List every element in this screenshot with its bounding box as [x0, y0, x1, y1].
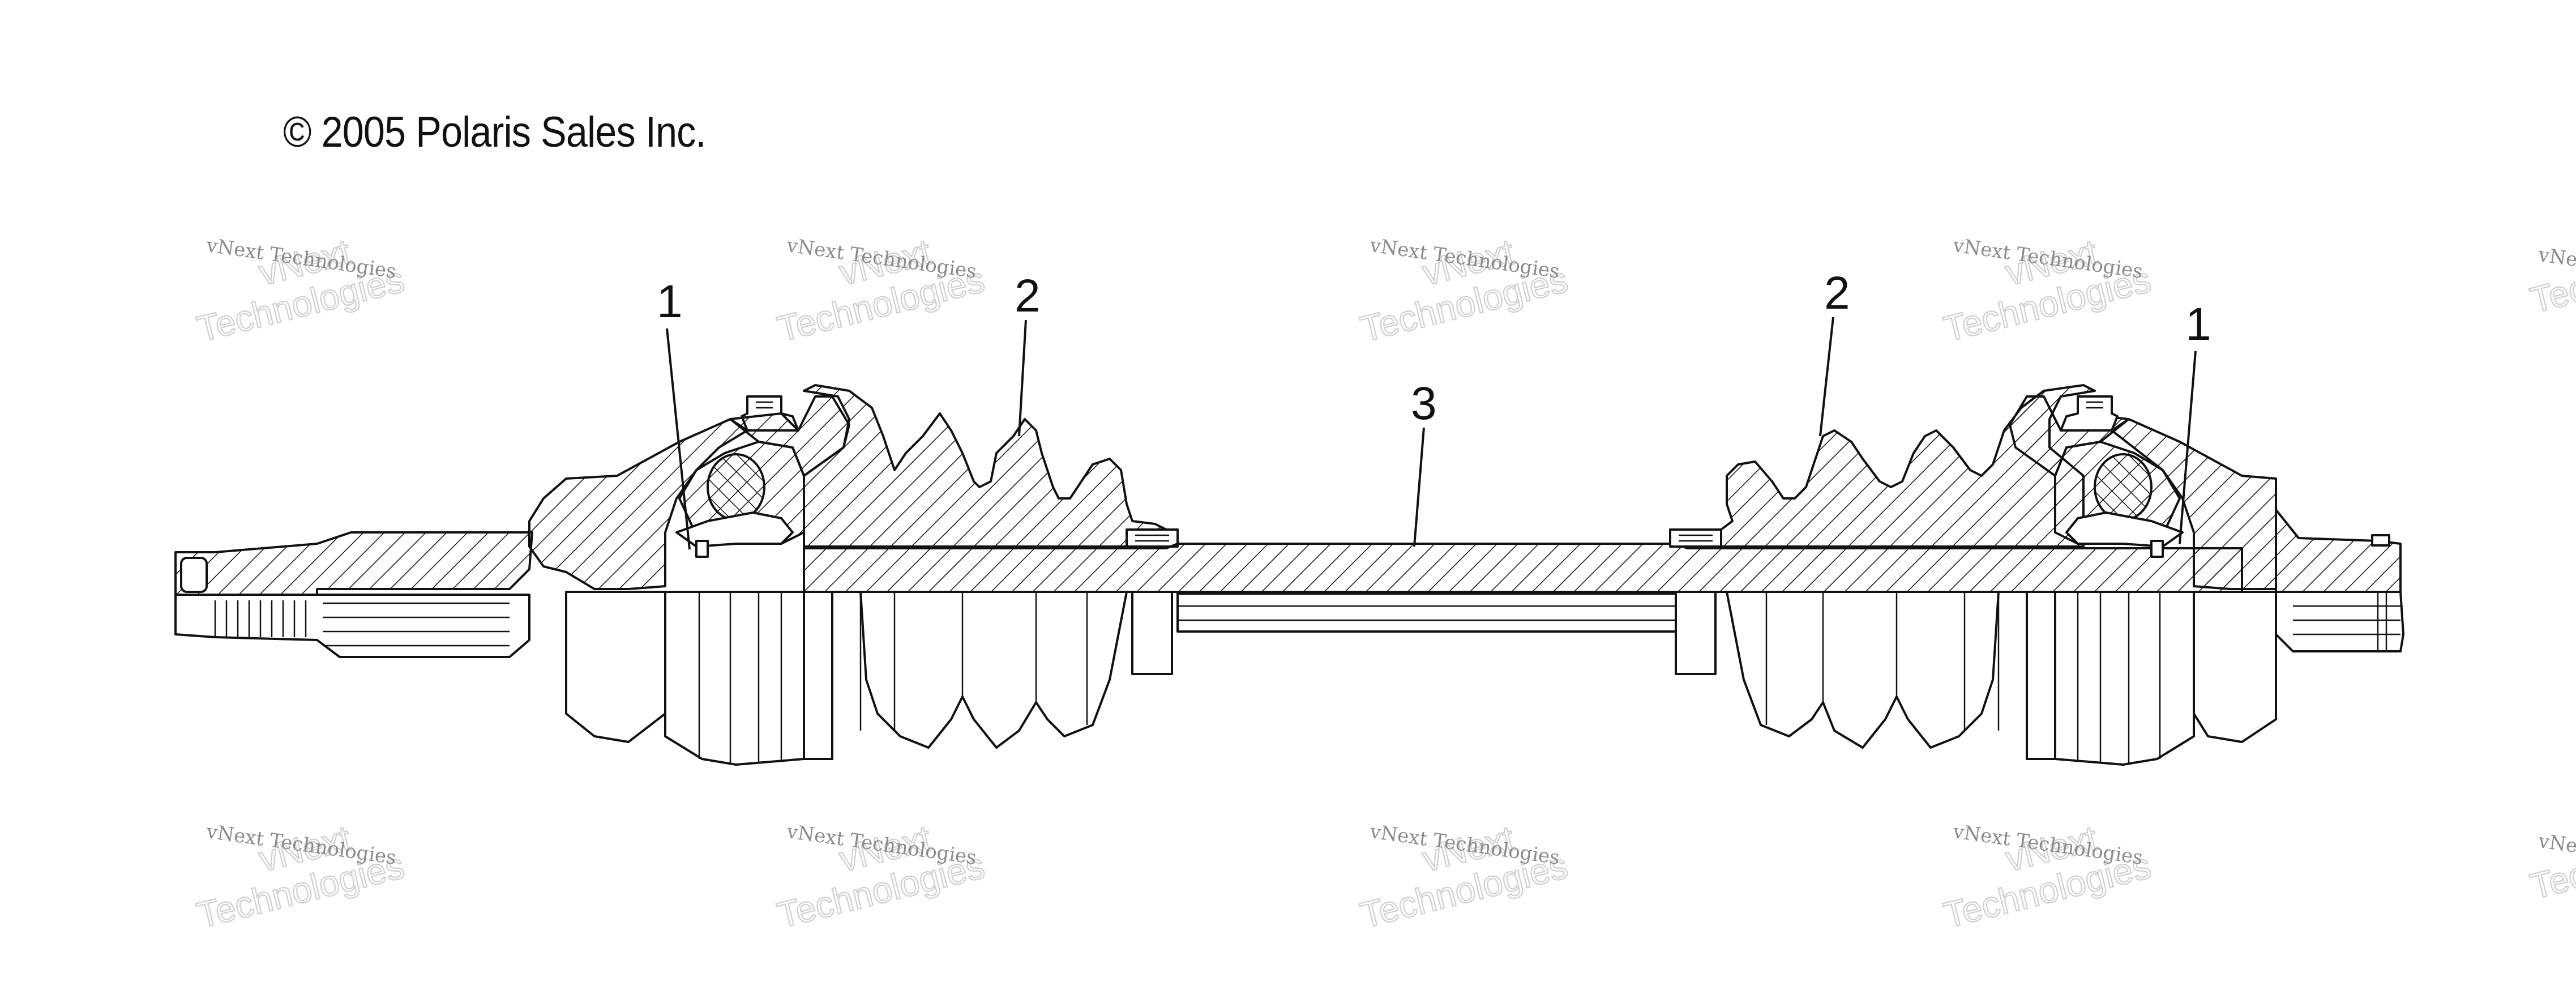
right-stub-shaft-section	[2275, 509, 2402, 593]
right-cv-ball	[2094, 453, 2153, 521]
right-cv-housing-section	[2111, 418, 2277, 590]
left-cv-housing-section	[528, 418, 748, 590]
callout-leader-right-outer	[2179, 351, 2197, 544]
watermark: Technologies vNext vNext Technologies	[192, 231, 409, 350]
watermark: Technologies vNext vNext Technologies	[1356, 817, 1572, 936]
left-cv-joint-assembly	[174, 395, 850, 766]
callout-leader-left-outer	[666, 328, 691, 550]
center-shaft	[803, 543, 2243, 633]
right-cv-inner-race	[2065, 511, 2184, 548]
callout-labels: 1 2 3 2 1	[657, 267, 2211, 429]
left-stub-shaft-lower	[174, 594, 530, 658]
watermark: Technologies vNext vNext Technologies	[1939, 231, 2155, 350]
callout-3-shaft: 3	[1411, 378, 1437, 429]
right-stub-key	[2371, 534, 2390, 547]
watermark-partial: Technologies vNext Technologies	[2526, 816, 2576, 907]
left-cv-housing-lower	[565, 591, 666, 743]
watermark-technologies-text: Technologies	[2526, 230, 2576, 321]
callout-leader-left-boot	[1018, 319, 1027, 437]
left-spline-teeth	[214, 600, 510, 647]
left-boot-section	[803, 384, 1167, 548]
right-boot-section	[1720, 384, 2096, 548]
right-cv-lower-body	[2054, 591, 2195, 766]
right-boot-assembly	[1669, 384, 2096, 749]
callout-2-left: 2	[1015, 270, 1041, 322]
right-stub-shaft-lower	[2275, 591, 2404, 652]
callout-leaders	[666, 317, 2197, 550]
watermark: Technologies vNext vNext Technologies	[192, 817, 409, 936]
watermark: Technologies vNext vNext Technologies	[1356, 231, 1572, 350]
watermark: Technologies vNext vNext Technologies	[1939, 817, 2155, 936]
left-cv-lower-body	[664, 591, 805, 766]
right-boot-lower	[1726, 591, 2000, 749]
right-cv-housing-lower	[2193, 591, 2277, 743]
callout-leader-right-boot	[1819, 317, 1834, 437]
right-cv-rim	[2026, 591, 2056, 760]
center-shaft-section	[803, 543, 2243, 593]
right-spline-teeth	[2293, 592, 2400, 651]
left-stub-end	[180, 557, 208, 593]
watermark-partial: Technologies vNext Technologies	[2526, 229, 2576, 321]
watermark: Technologies vNext vNext Technologies	[773, 231, 989, 350]
left-boot-assembly	[803, 384, 1179, 749]
left-boot-lower	[803, 591, 1128, 749]
left-stub-shaft-section	[174, 531, 533, 596]
left-cv-ball	[707, 453, 765, 521]
right-housing-clamp	[2060, 395, 2119, 432]
left-cv-rim	[803, 591, 833, 760]
callout-1-right: 1	[2185, 298, 2211, 350]
right-cv-joint-assembly	[2009, 395, 2404, 766]
left-cv-inner-race	[675, 511, 794, 548]
callout-leader-shaft	[1413, 427, 1425, 547]
right-circlip	[2150, 540, 2164, 558]
callout-1-left: 1	[657, 276, 683, 327]
watermark: Technologies vNext vNext Technologies	[773, 817, 989, 936]
copyright-notice: © 2005 Polaris Sales Inc.	[283, 108, 706, 156]
left-circlip	[695, 540, 709, 558]
watermark-technologies-text: Technologies	[2526, 816, 2576, 907]
center-shaft-lower	[1176, 592, 1677, 633]
callout-2-right: 2	[1824, 267, 1850, 319]
